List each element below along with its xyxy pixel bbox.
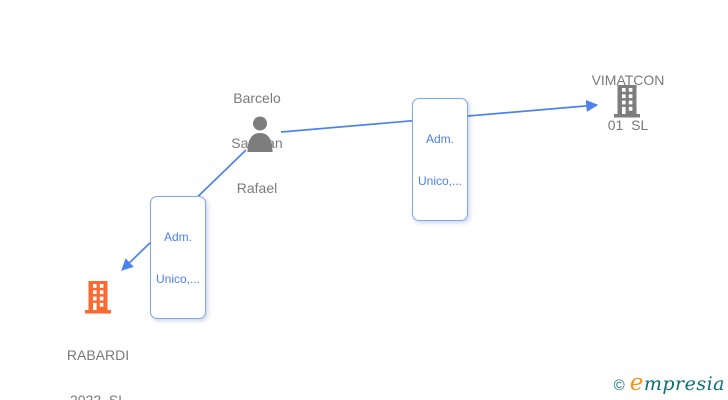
company-vimatcon-node[interactable] (613, 85, 641, 123)
company-vimatcon-label: VIMATCON 01 SL (568, 43, 688, 163)
person-name-line: Barcelo (233, 90, 281, 106)
empresia-logo[interactable]: © empresia (614, 370, 725, 396)
edge-label-line: Unico,... (417, 174, 462, 188)
edge-label-adm-unico-rabardi: Adm. Unico,... (150, 196, 206, 319)
brand-wordmark: empresia (630, 370, 725, 396)
company-name-line: 2022 SL (69, 392, 127, 400)
company-rabardi-node[interactable] (84, 281, 112, 319)
company-name-line: VIMATCON (591, 72, 665, 88)
person-node[interactable] (246, 116, 274, 157)
edge-label-line: Unico,... (155, 272, 200, 286)
building-icon (85, 281, 111, 314)
company-name-line: RABARDI (66, 347, 130, 363)
company-rabardi-label: RABARDI 2022 SL (38, 318, 158, 400)
brand-initial: e (629, 370, 644, 396)
company-name-line: 01 SL (607, 117, 649, 133)
brand-rest: mpresia (643, 373, 725, 395)
person-name-line: Rafael (236, 180, 278, 196)
edge-label-adm-unico-vimatcon: Adm. Unico,... (412, 98, 468, 221)
edge-label-line: Adm. (425, 132, 454, 146)
copyright-icon: © (613, 377, 625, 394)
edge-label-line: Adm. (163, 230, 192, 244)
building-icon (614, 85, 640, 118)
person-icon (247, 116, 273, 152)
